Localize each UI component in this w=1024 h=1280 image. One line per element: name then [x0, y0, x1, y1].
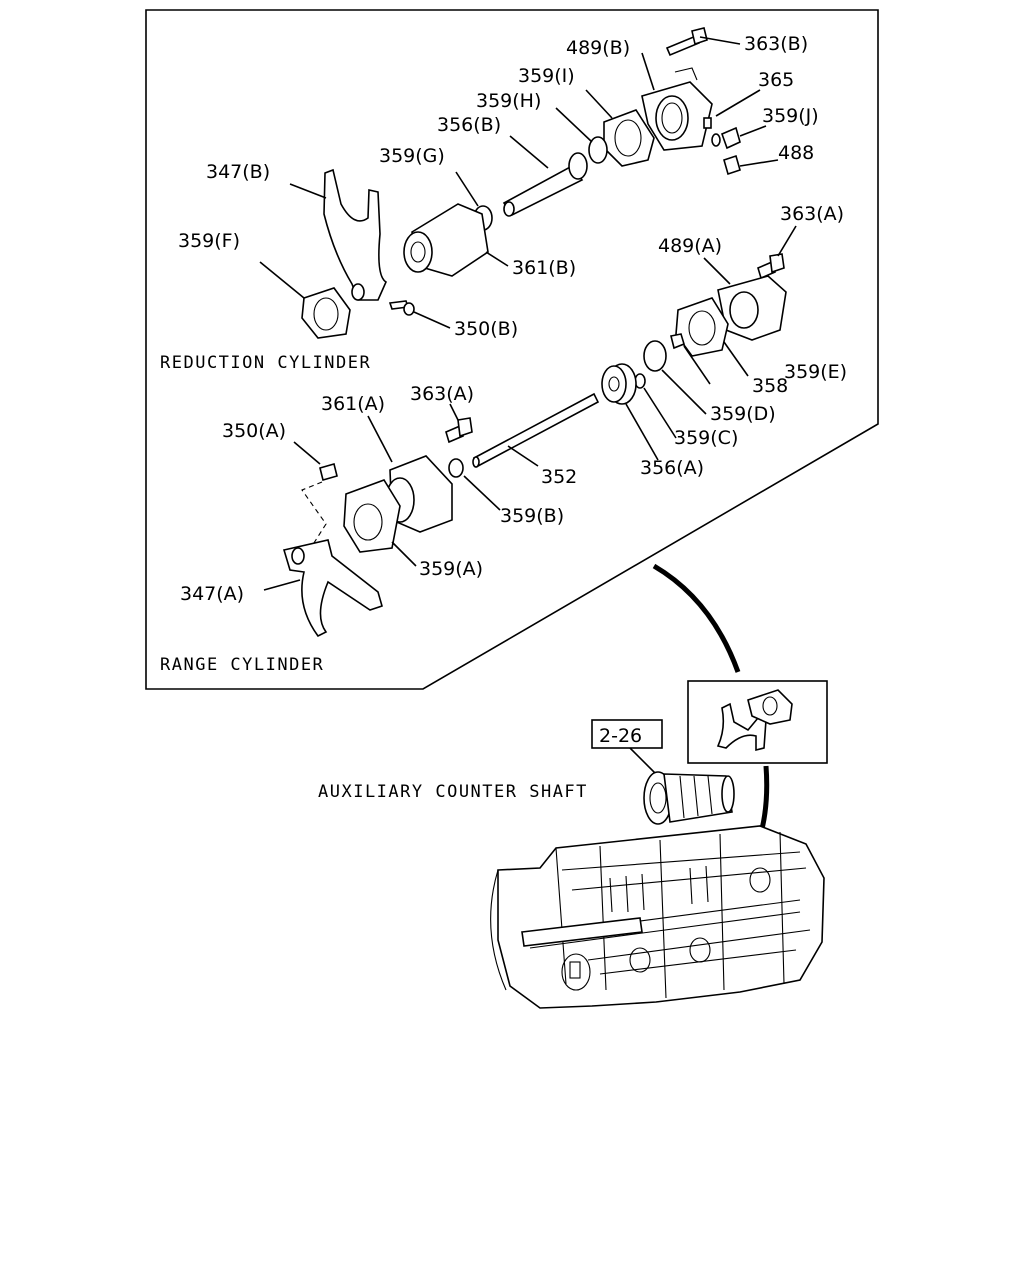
- callout-curve: [652, 563, 741, 673]
- part-359h-o-ring[interactable]: [588, 136, 608, 164]
- section-auxiliary-counter-shaft: AUXILIARY COUNTER SHAFT: [318, 782, 588, 802]
- label-356a: 356(A): [640, 457, 704, 479]
- label-359j: 359(J): [762, 105, 819, 127]
- part-350b-bolt[interactable]: [388, 300, 415, 316]
- label-365: 365: [758, 69, 794, 91]
- part-356b-piston[interactable]: [502, 152, 588, 217]
- label-363b: 363(B): [744, 33, 808, 55]
- label-359c: 359(C): [674, 427, 738, 449]
- part-489b-cover[interactable]: [641, 67, 713, 151]
- part-359f-gasket[interactable]: [301, 287, 351, 339]
- label-359d: 359(D): [710, 403, 776, 425]
- label-352: 352: [541, 466, 577, 488]
- part-361a-cylinder[interactable]: [385, 455, 453, 533]
- label-356b: 356(B): [437, 114, 501, 136]
- part-359e-gasket[interactable]: [675, 297, 729, 357]
- label-347a: 347(A): [180, 583, 244, 605]
- part-489a-cover[interactable]: [717, 275, 787, 341]
- label-363a: 363(A): [410, 383, 474, 405]
- label-358: 358: [752, 375, 788, 397]
- part-359b-o-ring[interactable]: [448, 458, 464, 478]
- label-350a: 350(A): [222, 420, 286, 442]
- label-361a: 361(A): [321, 393, 385, 415]
- part-361b-cylinder[interactable]: [403, 203, 489, 277]
- label-489a: 489(A): [658, 235, 722, 257]
- label-359i: 359(I): [518, 65, 575, 87]
- part-auxiliary-counter-shaft[interactable]: [643, 771, 735, 825]
- label-359e: 359(E): [784, 361, 847, 383]
- part-352-shaft[interactable]: [472, 392, 600, 468]
- label-361b: 361(B): [512, 257, 576, 279]
- part-350a-bolt[interactable]: [319, 463, 338, 481]
- part-359j-seal[interactable]: [711, 126, 741, 150]
- dashed-guide-350a: [301, 481, 327, 547]
- label-359f: 359(F): [178, 230, 240, 252]
- label-359g: 359(G): [379, 145, 445, 167]
- part-347a-fork[interactable]: [282, 539, 383, 638]
- section-reduction-cylinder: REDUCTION CYLINDER: [160, 353, 371, 373]
- label-489b: 489(B): [566, 37, 630, 59]
- part-359a-gasket[interactable]: [343, 479, 401, 553]
- part-488-plug[interactable]: [723, 154, 741, 176]
- part-363b-bolt[interactable]: [665, 27, 708, 57]
- label-359a: 359(A): [419, 558, 483, 580]
- label-488: 488: [778, 142, 814, 164]
- part-359d-o-ring[interactable]: [643, 340, 667, 372]
- section-range-cylinder: RANGE CYLINDER: [160, 655, 324, 675]
- part-363a-upper-bolt[interactable]: [757, 253, 785, 280]
- inset-box: [687, 680, 828, 764]
- label-363a-top: 363(A): [780, 203, 844, 225]
- transmission-assembly: [490, 825, 825, 1009]
- leader-lines: [259, 36, 797, 591]
- part-358-nut[interactable]: [670, 333, 685, 350]
- reference-box[interactable]: 2-26: [591, 719, 663, 749]
- label-347b: 347(B): [206, 161, 270, 183]
- label-350b: 350(B): [454, 318, 518, 340]
- part-365-pin[interactable]: [703, 117, 712, 129]
- part-363a-lower-bolt[interactable]: [445, 417, 473, 444]
- label-359h: 359(H): [476, 90, 541, 112]
- part-labels: 489(B) 363(B) 359(I) 365 359(H) 359(J) 3…: [178, 33, 847, 605]
- diagram-frame: [145, 9, 879, 690]
- label-359b: 359(B): [500, 505, 564, 527]
- reference-box-text: 2-26: [599, 725, 642, 747]
- part-356a-piston[interactable]: [601, 363, 637, 405]
- part-347b-fork[interactable]: [323, 168, 388, 301]
